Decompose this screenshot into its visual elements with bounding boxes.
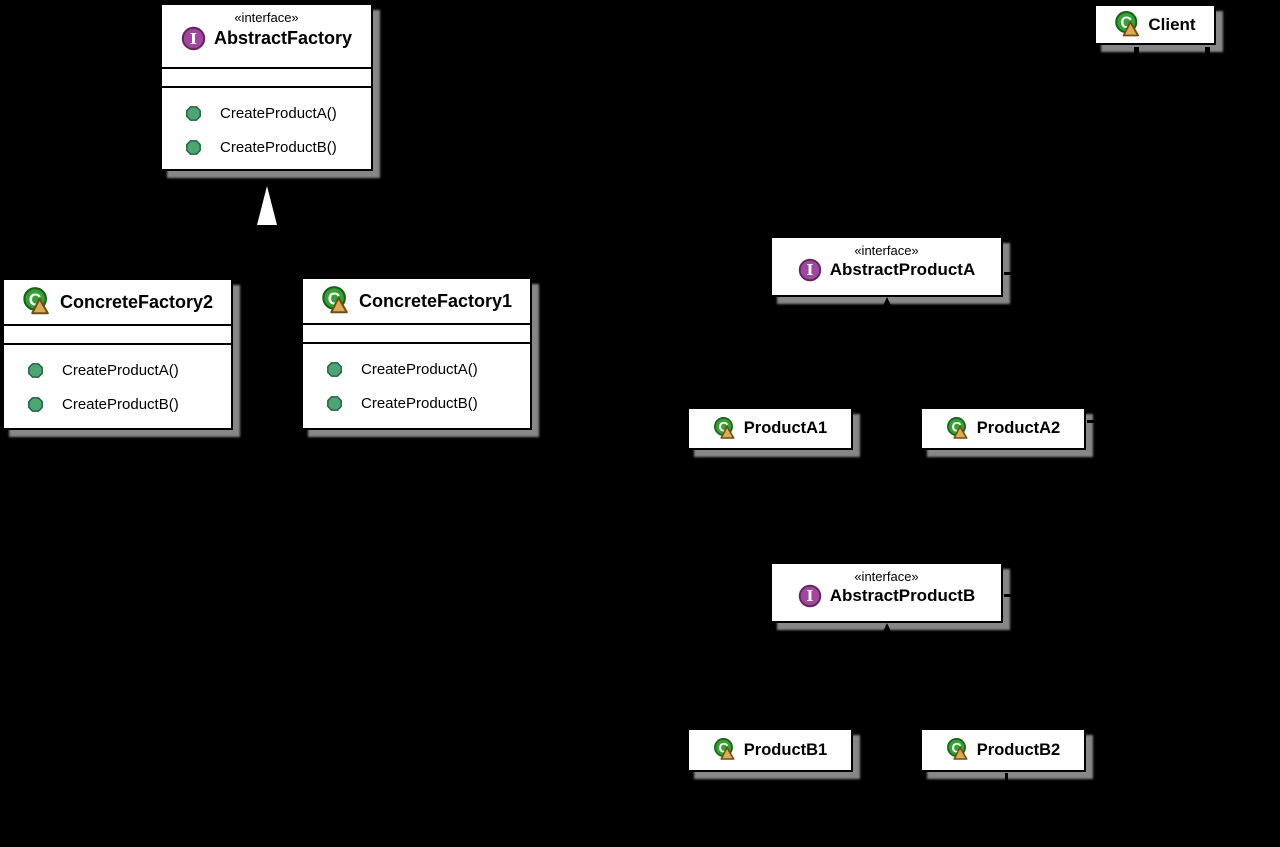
class-icon: C [23, 287, 49, 315]
stereotype-label: «interface» [854, 243, 919, 258]
class-box-abstract-product-a[interactable]: «interface» I AbstractProductA [770, 236, 1003, 297]
class-name: ConcreteFactory1 [358, 290, 513, 311]
class-box-product-b1[interactable]: C ProductB1 [687, 728, 853, 772]
class-name: ProductA1 [743, 419, 828, 437]
class-header: «interface» I AbstractProductA [772, 238, 1001, 295]
method-row[interactable]: CreateProductA() [162, 96, 371, 130]
class-header: C ConcreteFactory2 [4, 280, 231, 324]
method-row[interactable]: CreateProductB() [303, 386, 530, 420]
public-method-icon [28, 396, 43, 412]
svg-text:C: C [718, 740, 728, 756]
generalization-arrowhead[interactable] [257, 186, 277, 225]
public-method-icon [28, 362, 43, 378]
method-row[interactable]: CreateProductA() [303, 352, 530, 386]
svg-text:I: I [806, 262, 813, 279]
class-header: C ConcreteFactory1 [303, 279, 530, 323]
svg-text:C: C [951, 418, 961, 434]
svg-text:C: C [951, 740, 961, 756]
class-box-product-a2[interactable]: C ProductA2 [920, 407, 1086, 450]
class-box-concrete-factory1[interactable]: C ConcreteFactory1 CreateProductA() Crea… [301, 277, 532, 430]
arrow-tip-abstract-product-b [881, 623, 893, 636]
class-name: Client [1148, 14, 1196, 34]
method-label: CreateProductB() [62, 395, 179, 413]
stereotype-label: «interface» [234, 10, 299, 25]
class-header: «interface» I AbstractFactory [162, 5, 371, 67]
class-icon: C [322, 286, 348, 314]
connector-dash [1004, 594, 1014, 597]
method-label: CreateProductA() [220, 104, 337, 122]
method-label: CreateProductB() [361, 394, 478, 412]
class-box-abstract-factory[interactable]: «interface» I AbstractFactory CreateProd… [160, 3, 373, 171]
attributes-compartment [4, 324, 231, 343]
class-name: ProductB1 [743, 740, 828, 759]
attributes-compartment [303, 323, 530, 342]
class-icon: C [713, 738, 735, 760]
class-icon: C [713, 416, 735, 439]
connector-dash [1134, 47, 1139, 57]
class-box-client[interactable]: C Client [1094, 4, 1216, 45]
attributes-compartment [162, 67, 371, 86]
method-row[interactable]: CreateProductB() [4, 387, 231, 421]
svg-text:I: I [806, 588, 813, 605]
class-header: «interface» I AbstractProductB [772, 564, 1001, 621]
method-row[interactable]: CreateProductA() [4, 353, 231, 387]
svg-text:C: C [718, 418, 728, 434]
methods-compartment: CreateProductA() CreateProductB() [162, 86, 371, 164]
interface-icon: I [798, 258, 822, 282]
connector-dash [1087, 420, 1096, 423]
class-name: AbstractProductB [829, 586, 976, 605]
interface-icon: I [181, 26, 206, 51]
svg-text:I: I [190, 30, 197, 48]
class-box-abstract-product-b[interactable]: «interface» I AbstractProductB [770, 562, 1003, 623]
arrow-tip-abstract-product-a [881, 297, 893, 310]
method-row[interactable]: CreateProductB() [162, 130, 371, 164]
method-label: CreateProductA() [62, 361, 179, 379]
class-name: ProductB2 [976, 740, 1061, 759]
methods-compartment: CreateProductA() CreateProductB() [303, 342, 530, 420]
stereotype-label: «interface» [854, 569, 919, 584]
class-box-product-a1[interactable]: C ProductA1 [687, 407, 853, 450]
class-box-concrete-factory2[interactable]: C ConcreteFactory2 CreateProductA() Crea… [2, 278, 233, 430]
public-method-icon [327, 395, 342, 411]
class-name: AbstractProductA [829, 260, 976, 279]
method-label: CreateProductB() [220, 138, 337, 156]
class-name: AbstractFactory [213, 28, 353, 48]
connector-dash [1005, 773, 1008, 783]
class-name: ConcreteFactory2 [59, 291, 214, 312]
methods-compartment: CreateProductA() CreateProductB() [4, 343, 231, 421]
method-label: CreateProductA() [361, 360, 478, 378]
class-box-product-b2[interactable]: C ProductB2 [920, 728, 1086, 772]
connector-dash [1205, 47, 1210, 57]
interface-icon: I [798, 584, 822, 608]
connector-dash [1004, 272, 1014, 275]
public-method-icon [186, 105, 201, 121]
public-method-icon [186, 139, 201, 155]
class-icon: C [946, 416, 968, 439]
public-method-icon [327, 361, 342, 377]
class-icon: C [946, 738, 968, 760]
class-name: ProductA2 [976, 419, 1061, 437]
class-icon: C [1115, 10, 1140, 36]
